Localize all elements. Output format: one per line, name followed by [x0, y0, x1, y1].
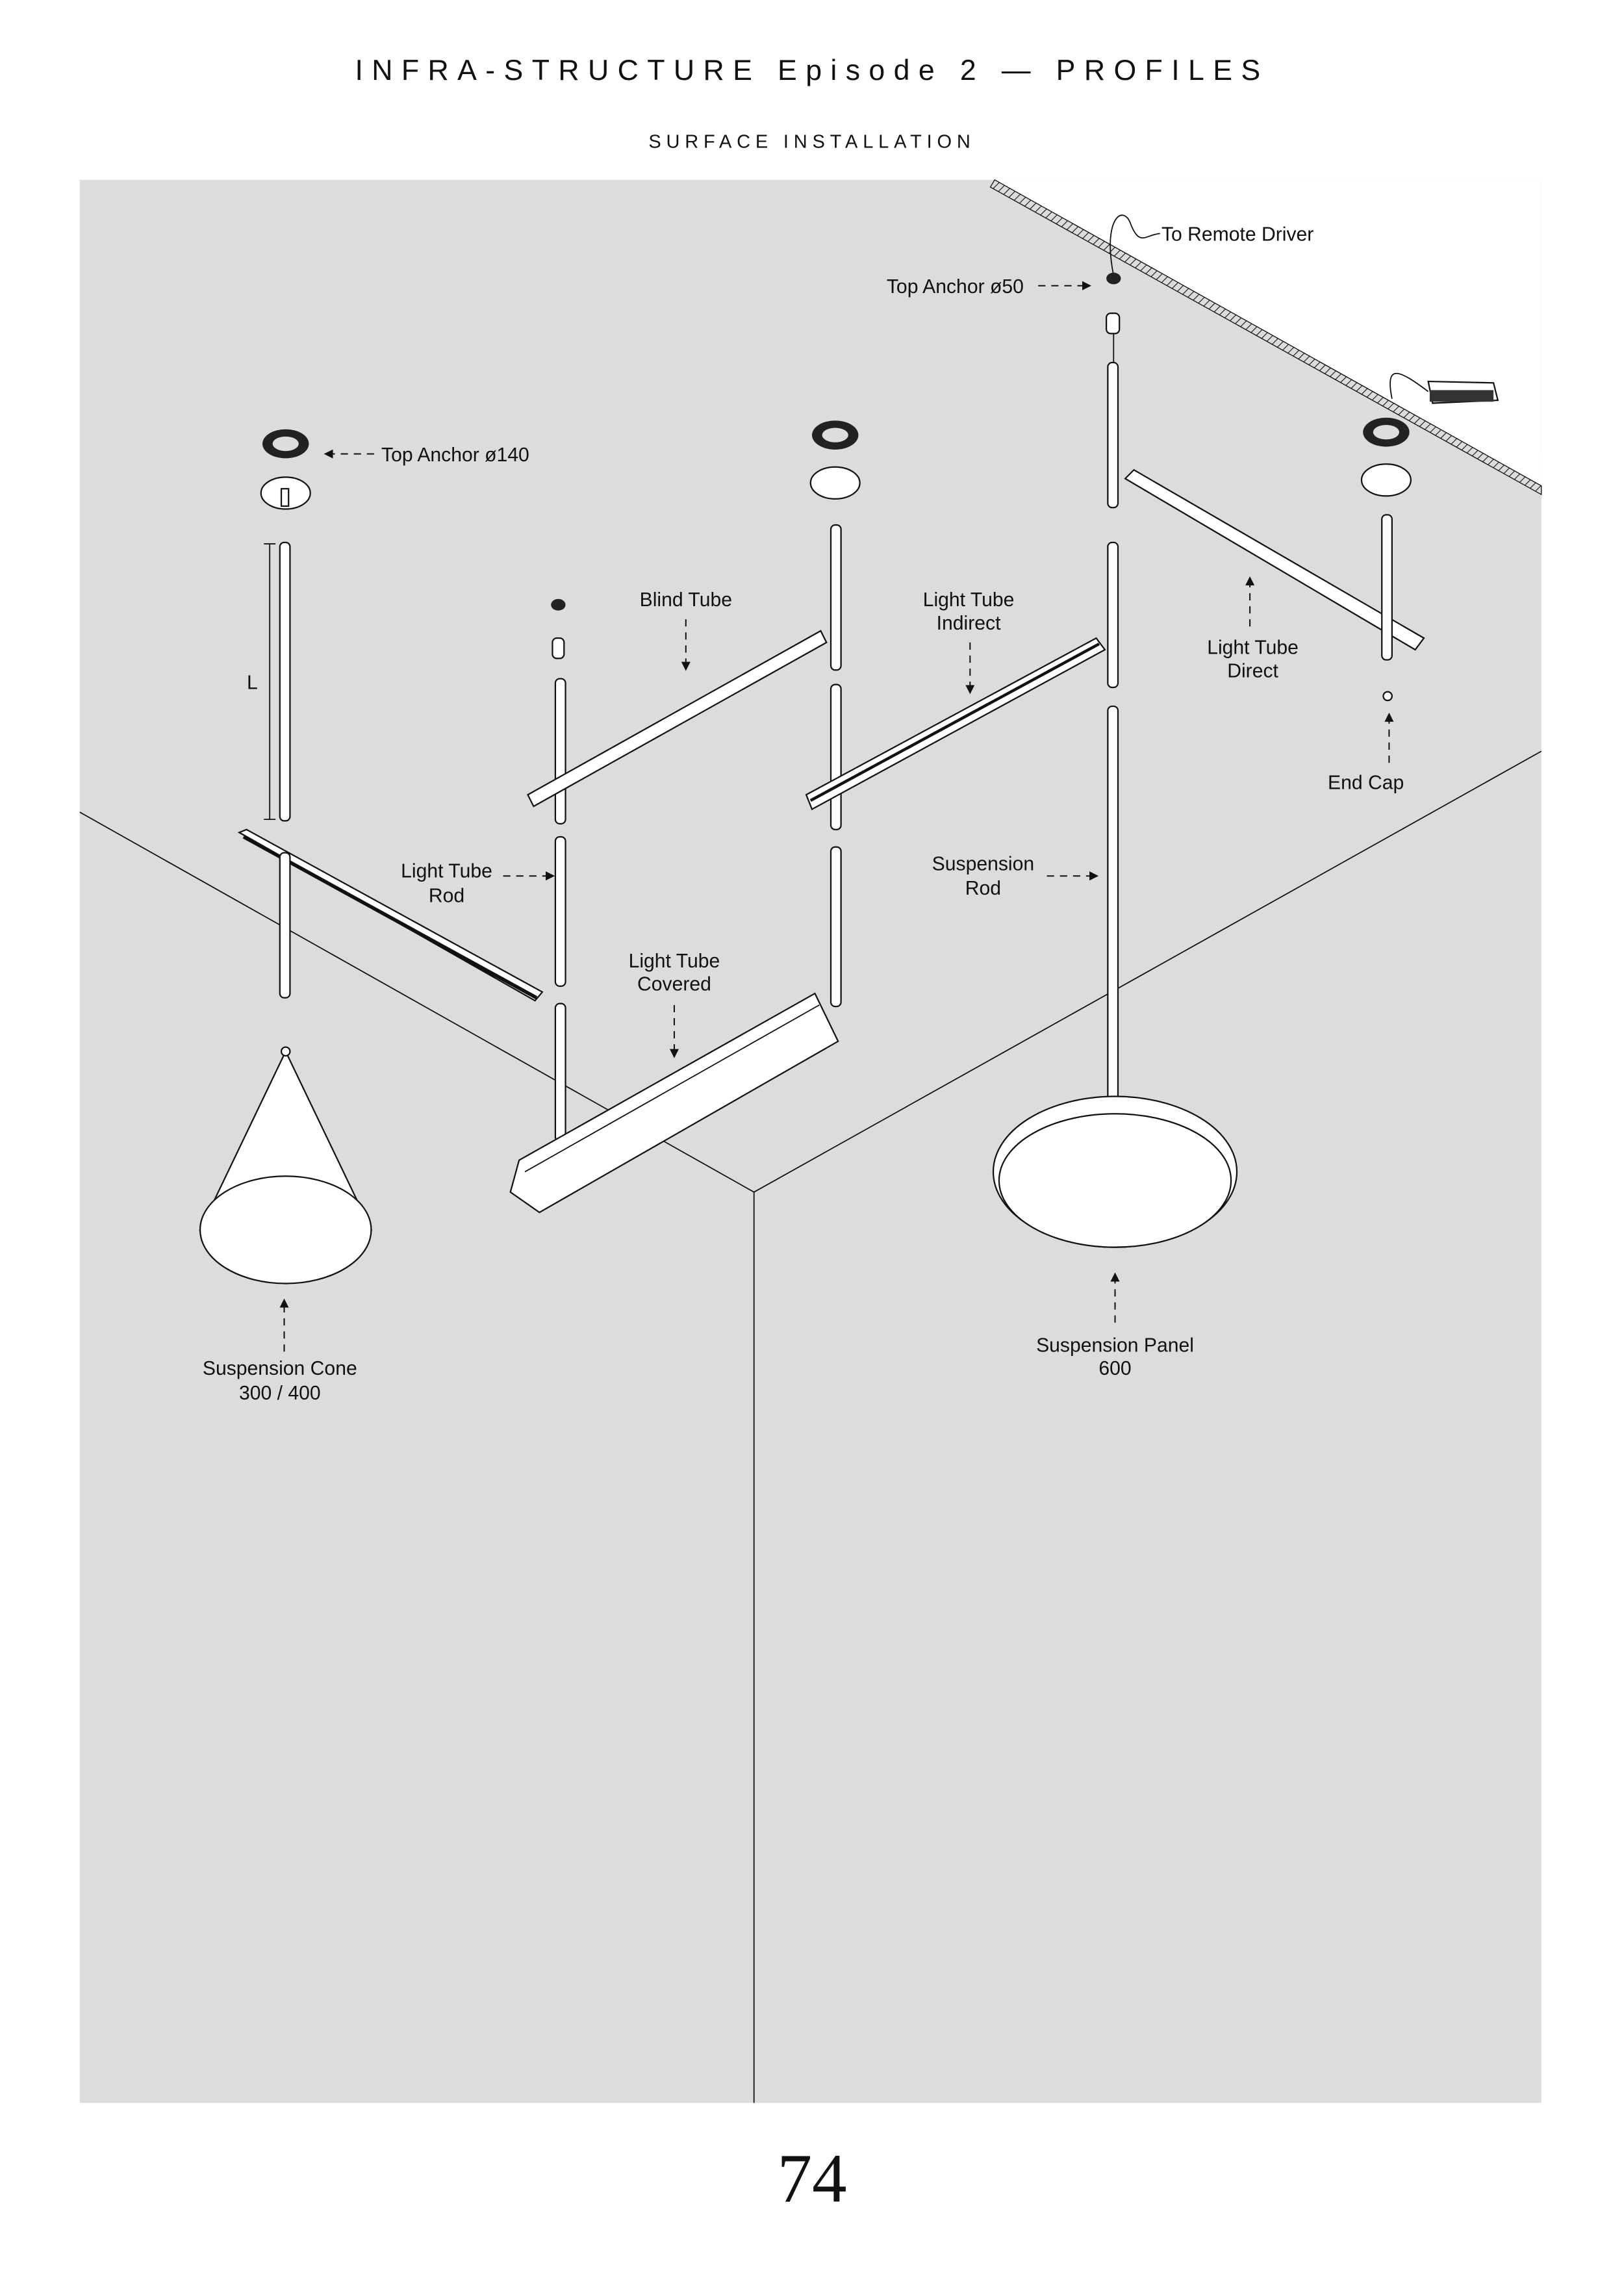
label-suspension-panel-1: Suspension Panel: [1036, 1335, 1194, 1356]
label-suspension-rod-1: Suspension: [932, 853, 1034, 875]
label-light-tube-covered-2: Covered: [637, 974, 711, 995]
end-cap: [1382, 691, 1393, 702]
page-title: INFRA-STRUCTURE Episode 2 — PROFILES: [355, 55, 1269, 86]
label-light-tube-rod-2: Rod: [429, 885, 464, 906]
suspension-rod: [1107, 705, 1119, 1114]
label-end-cap: End Cap: [1328, 772, 1404, 793]
label-top-anchor-50: Top Anchor ø50: [887, 276, 1024, 298]
label-light-tube-indirect-2: Indirect: [937, 613, 1001, 634]
suspension-cone: [199, 1046, 373, 1284]
top-anchor-140-middle: [809, 420, 861, 500]
label-suspension-cone-2: 300 / 400: [239, 1383, 321, 1404]
remote-driver: [1389, 372, 1499, 404]
top-anchor-140-left: [260, 429, 311, 510]
blind-tube: [527, 630, 828, 808]
label-light-tube-covered-1: Light Tube: [629, 951, 720, 972]
cable: [1110, 214, 1160, 276]
label-remote-driver: To Remote Driver: [1161, 224, 1313, 246]
top-anchor-140-right: [1360, 417, 1412, 497]
label-light-tube-rod-1: Light Tube: [401, 860, 492, 882]
page-subtitle: SURFACE INSTALLATION: [648, 132, 975, 153]
rod: [279, 541, 291, 822]
label-top-anchor-140: Top Anchor ø140: [381, 444, 529, 466]
label-light-tube-direct-1: Light Tube: [1207, 637, 1299, 659]
label-blind-tube: Blind Tube: [640, 589, 732, 611]
label-suspension-cone-1: Suspension Cone: [203, 1358, 357, 1379]
ceiling-hatch: [989, 179, 1542, 496]
label-length: L: [247, 672, 258, 693]
light-tube-direct-right: [1124, 468, 1425, 651]
label-light-tube-direct-2: Direct: [1227, 660, 1278, 682]
label-light-tube-indirect-1: Light Tube: [923, 589, 1015, 611]
page-number: 74: [777, 2140, 846, 2217]
light-tube-covered: [509, 992, 839, 1214]
suspension-panel: [992, 1095, 1238, 1248]
label-suspension-panel-2: 600: [1098, 1358, 1131, 1379]
label-suspension-rod-2: Rod: [965, 878, 1001, 899]
